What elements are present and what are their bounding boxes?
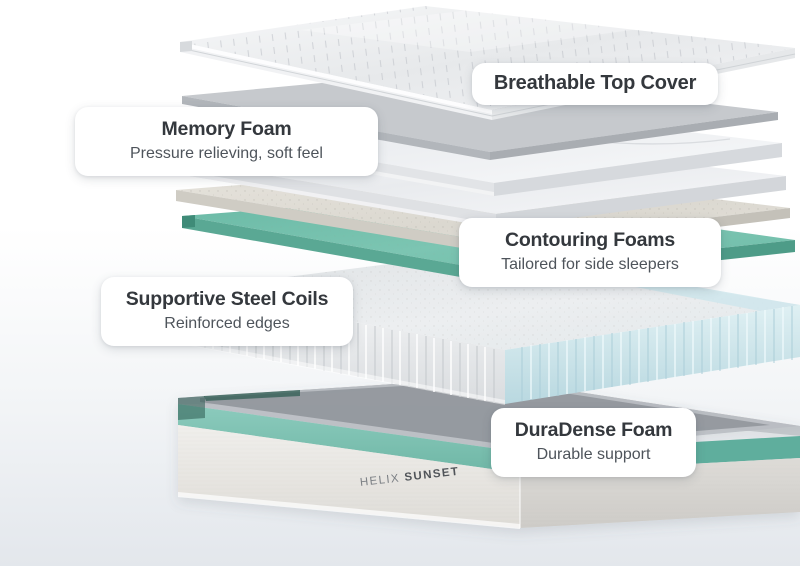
label-card-supportive-steel-coils: Supportive Steel Coils Reinforced edges [101, 277, 353, 346]
label-subtitle: Reinforced edges [164, 315, 290, 333]
label-subtitle: Tailored for side sleepers [501, 256, 679, 274]
label-title: Supportive Steel Coils [125, 288, 329, 311]
label-subtitle: Durable support [536, 446, 651, 464]
label-subtitle: Pressure relieving, soft feel [130, 145, 323, 163]
label-card-memory-foam: Memory Foam Pressure relieving, soft fee… [75, 107, 378, 176]
label-title: Contouring Foams [504, 229, 676, 252]
layer-top-cover [179, 6, 796, 120]
label-title: DuraDense Foam [514, 419, 673, 442]
label-title: Memory Foam [161, 118, 292, 141]
label-title: Breathable Top Cover [493, 71, 697, 94]
label-card-breathable-top-cover: Breathable Top Cover [472, 63, 718, 105]
label-card-duradense-foam: DuraDense Foam Durable support [491, 408, 696, 477]
label-card-contouring-foams: Contouring Foams Tailored for side sleep… [459, 218, 721, 287]
